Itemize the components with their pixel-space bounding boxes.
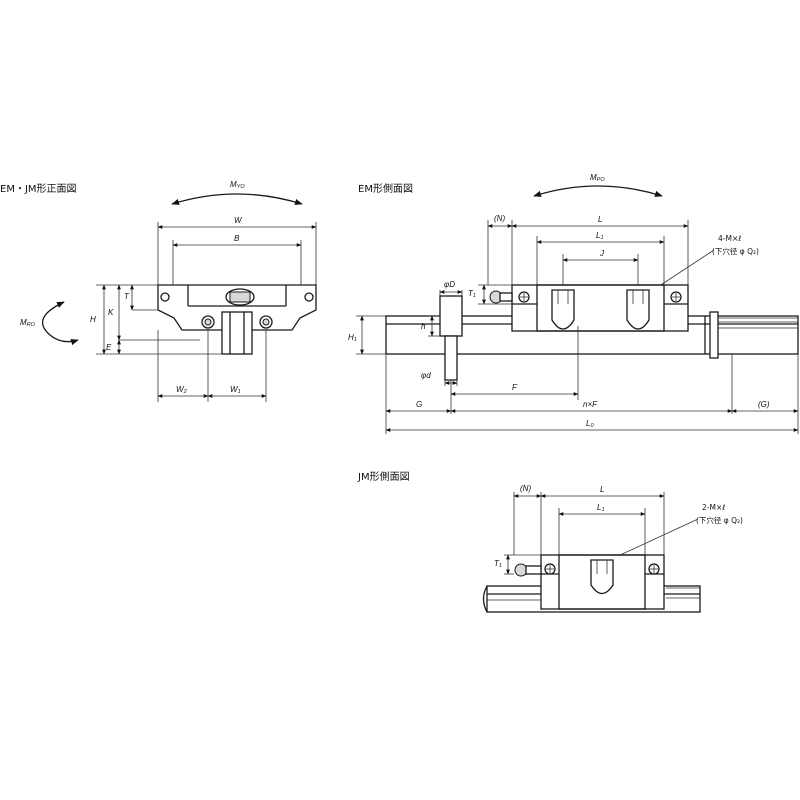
moment-arc-em	[533, 185, 663, 197]
label-J: J	[599, 249, 605, 258]
label-M-po: MPO	[590, 173, 605, 183]
jm-label-T1: T1	[494, 559, 502, 569]
label-G-paren: (G)	[758, 400, 770, 409]
label-N: (N)	[494, 214, 505, 223]
em-side-view: MPO (N) L L1 J 4-M×ℓ (下穴径 φ Q₂)	[348, 173, 799, 434]
block-side	[511, 284, 689, 332]
rail-front	[221, 311, 253, 355]
tap-note-em: 4-M×ℓ	[718, 234, 741, 243]
tap-hole-left	[551, 289, 575, 330]
front-view-title: EM・JM形正面図	[0, 183, 77, 195]
label-K: K	[108, 308, 114, 317]
label-phi-d: φd	[421, 371, 431, 380]
label-F: F	[512, 383, 518, 392]
tap-note-jm-sub: (下穴径 φ Q₂)	[696, 515, 743, 525]
label-H: H	[90, 315, 96, 324]
jm-label-N: (N)	[520, 484, 531, 493]
jm-label-L: L	[600, 485, 604, 494]
label-T1: T1	[468, 289, 476, 299]
label-T: T	[124, 292, 130, 301]
label-L0: L0	[586, 419, 594, 429]
block-body	[157, 284, 317, 331]
tap-hole-right	[626, 289, 650, 330]
label-H1: H1	[348, 333, 357, 343]
label-B: B	[234, 234, 240, 243]
label-L1: L1	[596, 231, 604, 241]
label-h: h	[421, 322, 426, 331]
jm-label-L1: L1	[597, 503, 605, 513]
label-nF: n×F	[583, 400, 598, 409]
moment-arc-top	[171, 193, 303, 205]
label-W: W	[234, 216, 243, 225]
label-E: E	[106, 343, 112, 352]
label-G: G	[416, 400, 422, 409]
jm-side-view-title: JM形側面図	[357, 470, 410, 483]
tap-note-em-sub: (下穴径 φ Q₂)	[712, 246, 759, 256]
label-L: L	[598, 215, 602, 224]
bolt-head	[439, 295, 463, 337]
label-M-yo: MYO	[230, 180, 245, 190]
moment-arc-left	[41, 301, 79, 346]
jm-tap-hole	[590, 559, 614, 595]
label-W2: W2	[176, 385, 187, 395]
jm-side-view: (N) L L1 2-M×ℓ (下穴径 φ Q₂)	[482, 484, 743, 613]
em-side-view-title: EM形側面図	[358, 182, 413, 195]
front-view: MYO W B MRO H	[20, 180, 317, 402]
label-phi-D: φD	[444, 280, 455, 289]
jm-grease-nipple	[514, 563, 528, 577]
label-M-ro: MRO	[20, 318, 36, 328]
tap-note-jm: 2-M×ℓ	[702, 503, 725, 512]
label-W1: W1	[230, 385, 241, 395]
bolt-shank	[444, 335, 458, 381]
